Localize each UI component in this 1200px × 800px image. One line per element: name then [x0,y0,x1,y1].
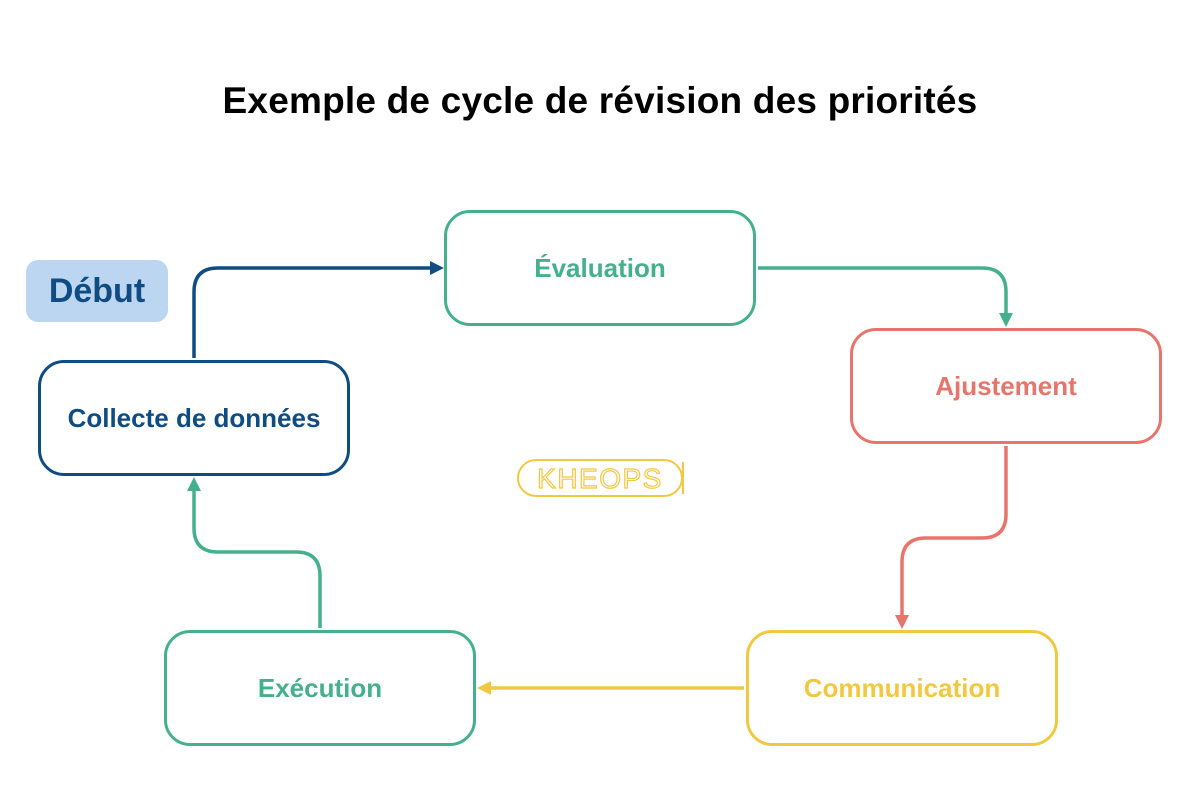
arrow-evaluation-to-ajustement [758,266,1008,314]
arrow-head-collecte [187,477,201,491]
node-execution-label: Exécution [257,672,383,703]
node-communication-label: Communication [803,672,1001,703]
arrow-execution-to-collecte [192,490,322,628]
start-badge: Début [26,260,168,322]
arrow-head-ajustement [999,313,1013,327]
page-title: Exemple de cycle de révision des priorit… [222,80,978,121]
node-execution: Exécution [164,630,476,746]
arrow-collecte-to-evaluation [192,266,432,358]
node-collecte-label: Collecte de données [67,402,321,433]
kheops-logo-icon: KHEOPS [517,459,684,497]
node-communication: Communication [746,630,1058,746]
arrow-head-execution [477,681,491,695]
arrow-ajustement-to-communication [900,446,1008,616]
arrow-head-evaluation [430,261,444,275]
node-ajustement-label: Ajustement [935,370,1077,401]
node-ajustement: Ajustement [850,328,1162,444]
node-evaluation: Évaluation [444,210,756,326]
logo-text: KHEOPS [537,463,663,494]
node-collecte: Collecte de données [38,360,350,476]
arrow-head-communication [895,615,909,629]
node-evaluation-label: Évaluation [534,252,666,283]
